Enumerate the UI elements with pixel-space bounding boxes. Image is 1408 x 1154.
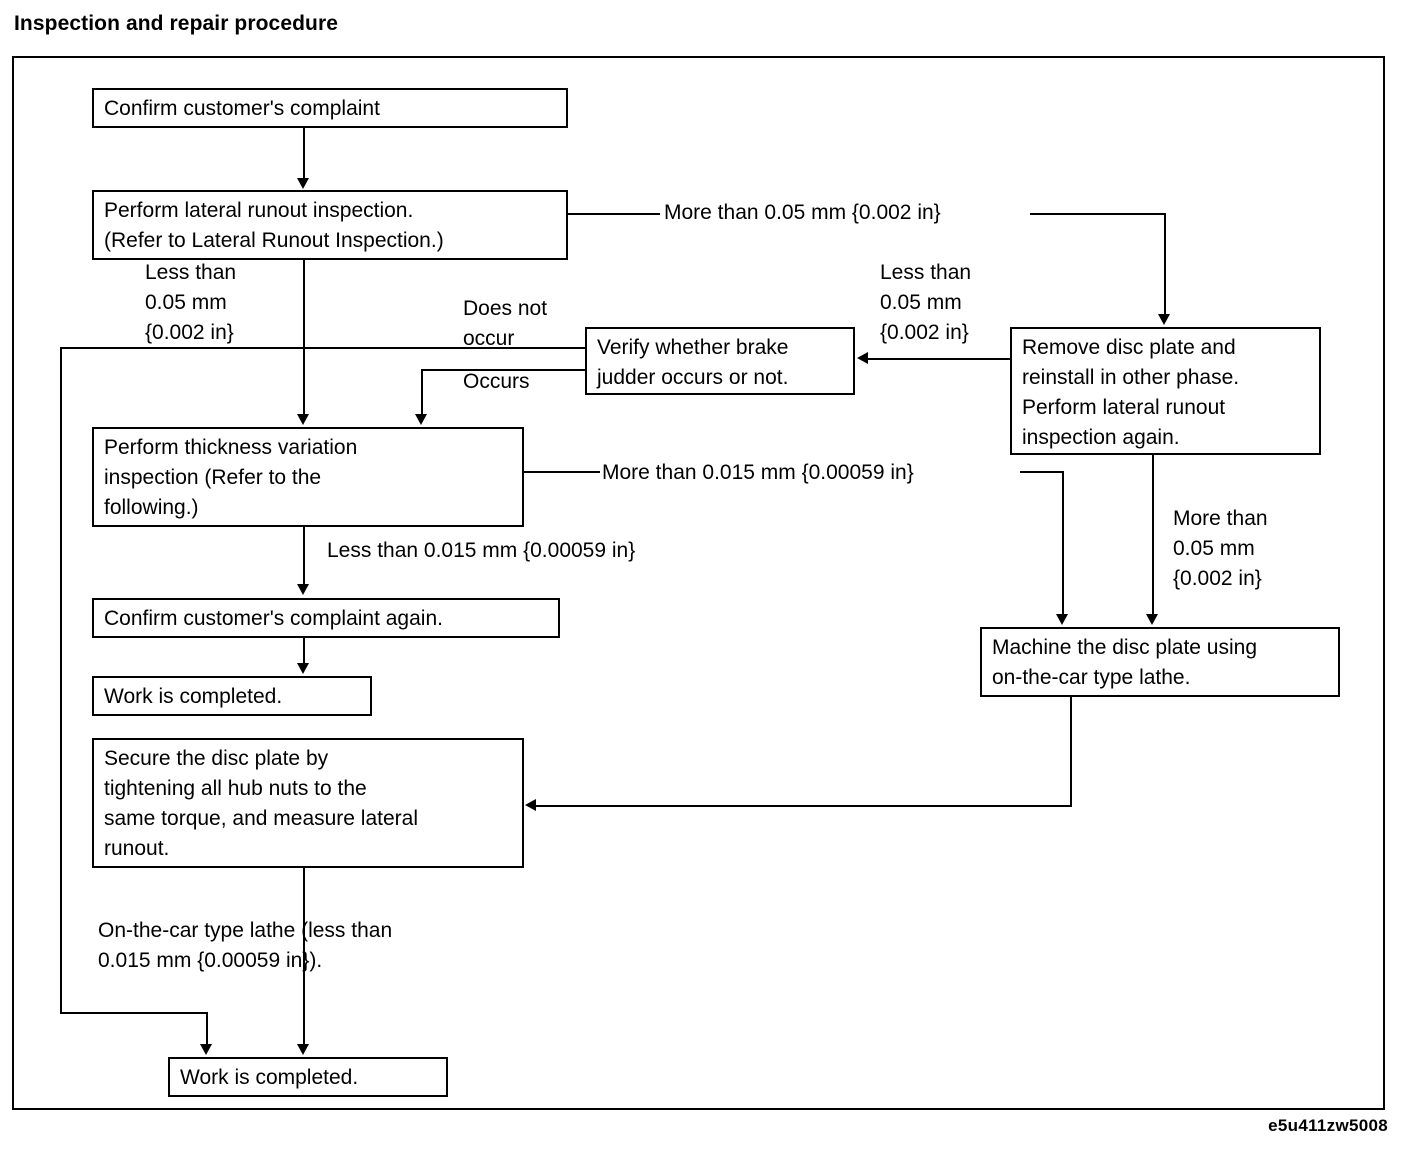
arrowhead-remove-to-verify [857, 352, 868, 364]
edge-label-does-not-occur: Does not occur [463, 297, 548, 350]
connector-machine-to-secure-seg1 [1070, 697, 1072, 807]
connector-confirm-to-lateral [303, 128, 305, 178]
figure-reference-code: e5u411zw5008 [1268, 1116, 1388, 1135]
node-verify-brake-judder: Verify whether brake judder occurs or no… [585, 327, 855, 395]
connector-thickness-to-machine-seg3 [1062, 471, 1064, 616]
node-work-completed-lower: Work is completed. [168, 1057, 448, 1097]
connector-does-not-occur-seg2 [60, 347, 62, 1014]
connector-occurs-seg2 [421, 369, 423, 415]
connector-remove-to-verify [868, 358, 1012, 360]
connector-lateral-to-thickness [303, 260, 305, 415]
connector-lateral-to-remove-seg2 [1030, 213, 1165, 215]
connector-does-not-occur-seg4 [206, 1012, 208, 1045]
connector-thickness-to-machine-seg2 [1020, 471, 1064, 473]
connector-confirm-again-to-work-completed [303, 638, 305, 664]
connector-occurs-seg1 [421, 369, 587, 371]
node-confirm-complaint-again: Confirm customer's complaint again. [92, 598, 560, 638]
node-perform-lateral-runout-inspection: Perform lateral runout inspection. (Refe… [92, 190, 568, 260]
arrowhead-thickness-to-machine [1056, 614, 1068, 625]
arrowhead-does-not-occur [200, 1044, 212, 1055]
connector-secure-to-work-completed-lower [303, 868, 305, 1045]
node-work-completed-upper: Work is completed. [92, 676, 372, 716]
edge-label-more-than-005-top: More than 0.05 mm {0.002 in} [664, 201, 941, 224]
arrowhead-remove-to-machine [1146, 614, 1158, 625]
edge-label-on-the-car-lathe: On-the-car type lathe (less than 0.015 m… [98, 919, 393, 972]
arrowhead-confirm-to-lateral [297, 178, 309, 189]
node-confirm-customer-complaint: Confirm customer's complaint [92, 88, 568, 128]
edge-label-less-than-005-left: Less than 0.05 mm {0.002 in} [145, 261, 237, 344]
arrowhead-lateral-to-remove [1158, 314, 1170, 325]
arrowhead-machine-to-secure [525, 799, 536, 811]
edge-label-more-than-005-right: More than 0.05 mm {0.002 in} [1173, 507, 1268, 590]
arrowhead-lateral-to-thickness [297, 414, 309, 425]
arrowhead-secure-to-work-completed-lower [297, 1044, 309, 1055]
arrowhead-confirm-again-to-work-completed [297, 663, 309, 674]
connector-machine-to-secure-seg2 [536, 805, 1072, 807]
connector-remove-to-machine [1152, 455, 1154, 615]
connector-thickness-to-confirm-again [303, 527, 305, 585]
node-secure-disc-plate: Secure the disc plate by tightening all … [92, 738, 524, 868]
edge-label-more-than-0015: More than 0.015 mm {0.00059 in} [602, 461, 914, 484]
connector-thickness-to-machine-seg1 [524, 471, 600, 473]
edge-label-occurs: Occurs [459, 367, 534, 397]
arrowhead-occurs [415, 414, 427, 425]
connector-lateral-to-remove-seg1 [568, 213, 660, 215]
connector-lateral-to-remove-seg3 [1164, 213, 1166, 315]
connector-does-not-occur-seg3 [60, 1012, 208, 1014]
connector-does-not-occur-seg1 [60, 347, 587, 349]
node-machine-disc-plate: Machine the disc plate using on-the-car … [980, 627, 1340, 697]
edge-label-less-than-0015: Less than 0.015 mm {0.00059 in} [327, 539, 636, 562]
diagram-frame [12, 56, 1385, 1110]
node-perform-thickness-variation-inspection: Perform thickness variation inspection (… [92, 427, 524, 527]
node-remove-disc-plate: Remove disc plate and reinstall in other… [1010, 327, 1321, 455]
arrowhead-thickness-to-confirm-again [297, 584, 309, 595]
edge-label-less-than-005-right: Less than 0.05 mm {0.002 in} [880, 261, 972, 344]
page-title: Inspection and repair procedure [14, 12, 339, 35]
